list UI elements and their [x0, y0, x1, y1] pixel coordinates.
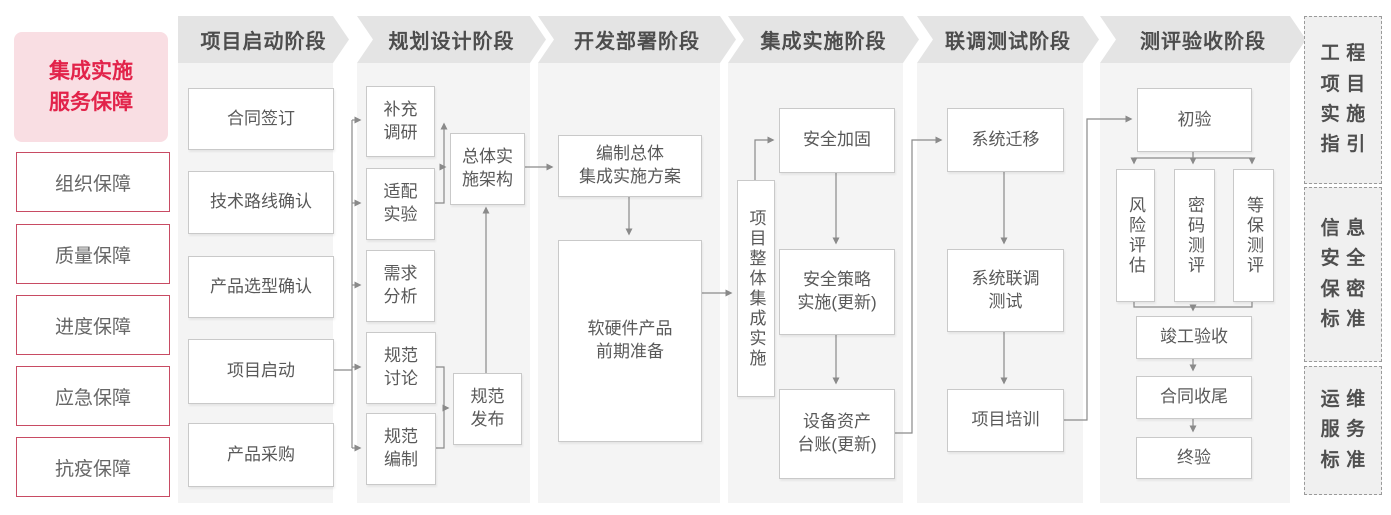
sidebar-item-emergency: 应急保障 — [16, 366, 170, 426]
sidebar-item-organization: 组织保障 — [16, 152, 170, 212]
box-specification-release: 规范 发布 — [453, 373, 522, 445]
box-adaptation-experiment: 适配 实验 — [366, 168, 435, 240]
box-supplementary-research: 补充 调研 — [366, 86, 435, 157]
box-classified-protection-evaluation: 等保测评 — [1233, 169, 1274, 302]
phase-header-dev-deployment: 开发部署阶段 — [538, 16, 736, 63]
box-specification-discussion: 规范 讨论 — [366, 332, 436, 404]
box-tech-route-confirmation: 技术路线确认 — [188, 171, 334, 234]
box-overall-implementation-architecture: 总体实 施架构 — [450, 133, 525, 205]
box-requirements-analysis: 需求 分析 — [366, 250, 435, 322]
box-equipment-asset-ledger: 设备资产 台账(更新) — [779, 389, 895, 479]
lead-badge: 集成实施 服务保障 — [14, 32, 168, 142]
standard-label: 工程 项目 实施 指引 — [1320, 43, 1372, 156]
sidebar-item-schedule: 进度保障 — [16, 295, 170, 355]
phase-header-evaluation-acceptance: 测评验收阶段 — [1100, 16, 1306, 63]
box-cryptography-evaluation: 密码测评 — [1174, 169, 1215, 302]
box-product-procurement: 产品采购 — [188, 423, 334, 487]
phase-header-joint-debug-test: 联调测试阶段 — [917, 16, 1099, 63]
box-product-selection-confirmation: 产品选型确认 — [188, 256, 334, 318]
box-overall-project-integration: 项目整体集成实施 — [737, 180, 775, 397]
box-project-kickoff: 项目启动 — [188, 339, 334, 404]
standard-engineering-project-guide: 工程 项目 实施 指引 — [1304, 16, 1382, 184]
sidebar-item-quality: 质量保障 — [16, 224, 170, 284]
box-specification-drafting: 规范 编制 — [366, 413, 436, 485]
standard-om-service: 运维 服务 标准 — [1304, 366, 1382, 495]
box-project-training: 项目培训 — [947, 389, 1064, 452]
box-system-joint-debug-test: 系统联调 测试 — [947, 249, 1064, 332]
box-preliminary-acceptance: 初验 — [1137, 88, 1252, 152]
standard-label: 运维 服务 标准 — [1320, 388, 1372, 471]
box-final-acceptance: 终验 — [1136, 437, 1252, 479]
sidebar-item-epidemic: 抗疫保障 — [16, 437, 170, 497]
box-risk-assessment: 风险评估 — [1116, 169, 1155, 302]
box-contract-closeout: 合同收尾 — [1136, 376, 1252, 419]
box-security-hardening: 安全加固 — [779, 108, 895, 173]
box-software-hardware-preparation: 软硬件产品 前期准备 — [558, 240, 702, 442]
phase-header-planning-design: 规划设计阶段 — [357, 16, 546, 63]
box-system-migration: 系统迁移 — [947, 108, 1064, 172]
standard-label: 信息 安全 保密 标准 — [1320, 217, 1372, 330]
phase-header-integration-implementation: 集成实施阶段 — [728, 16, 919, 63]
box-overall-integration-plan-drafting: 编制总体 集成实施方案 — [558, 135, 702, 197]
box-contract-signing: 合同签订 — [188, 88, 334, 150]
standard-info-security-confidentiality: 信息 安全 保密 标准 — [1304, 187, 1382, 362]
phase-header-project-kickoff: 项目启动阶段 — [178, 16, 349, 63]
box-completion-acceptance: 竣工验收 — [1136, 316, 1252, 359]
box-security-policy-implementation: 安全策略 实施(更新) — [779, 249, 895, 335]
